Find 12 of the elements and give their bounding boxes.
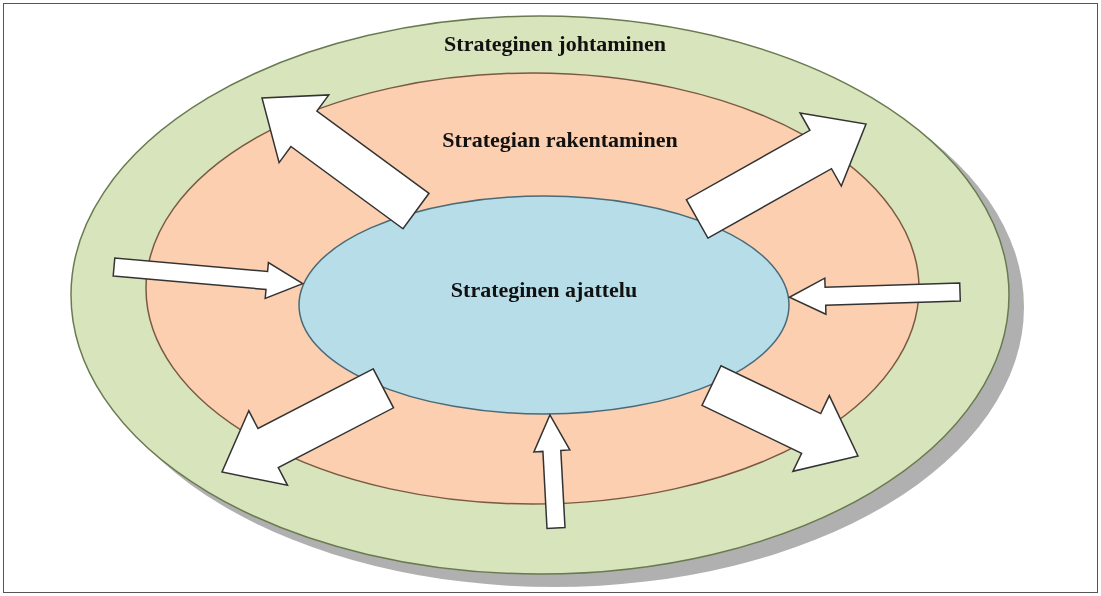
block-arrow <box>701 364 860 473</box>
block-arrow <box>685 111 868 240</box>
block-arrow <box>532 413 572 530</box>
zone-title: Strateginen johtaminen <box>444 31 666 57</box>
ellipse-zone <box>298 195 790 415</box>
block-arrow <box>220 367 395 487</box>
block-arrow <box>787 276 962 316</box>
block-arrow <box>261 94 431 230</box>
zone-title: Strateginen ajattelu <box>450 277 638 303</box>
zone-title: Strategian rakentaminen <box>442 127 678 153</box>
ellipse-zone <box>70 15 1010 575</box>
block-arrow <box>112 257 305 300</box>
